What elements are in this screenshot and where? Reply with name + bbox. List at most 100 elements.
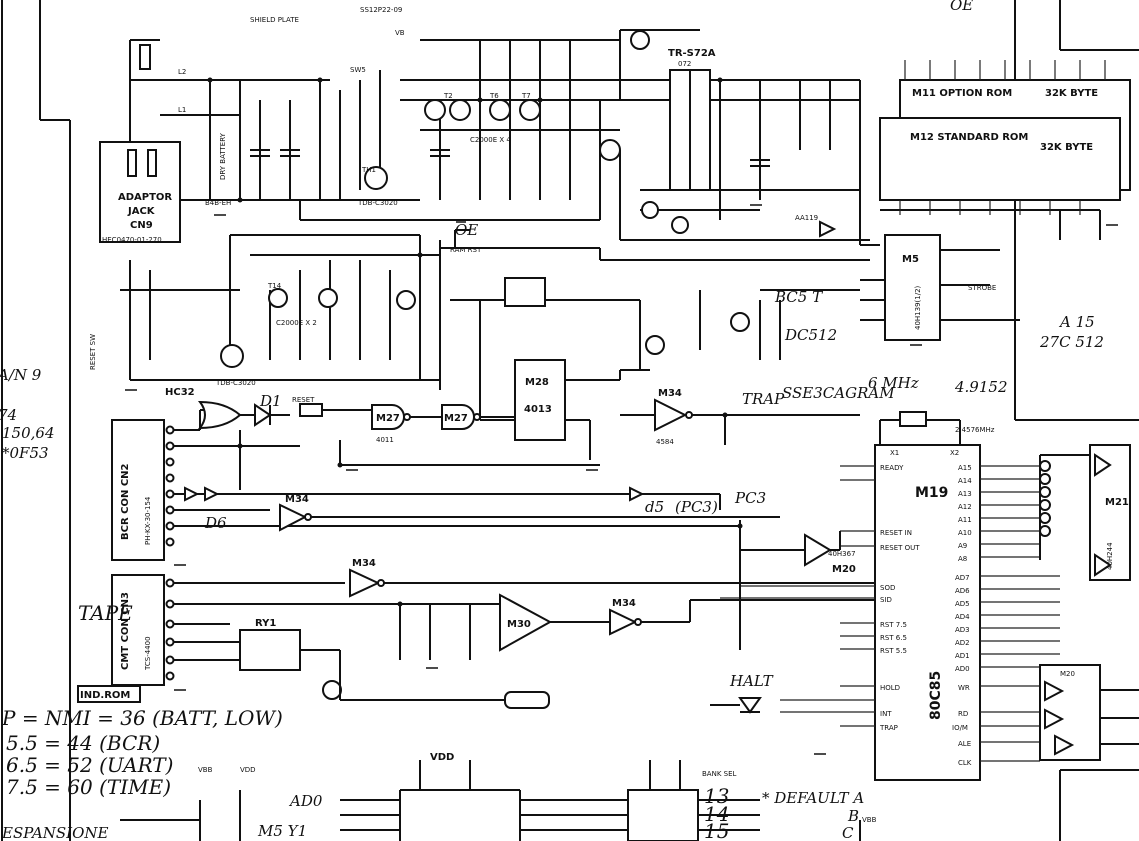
- cn2-pin-3: [165, 457, 175, 467]
- halt-led: HALT: [710, 672, 774, 714]
- cn2-pin-4: [165, 473, 175, 483]
- jack-title-1: ADAPTOR: [118, 192, 172, 203]
- cn2-pin-6: [165, 505, 175, 515]
- transistor-t8b: [322, 680, 342, 700]
- connector-cn3-part: TCS-4400: [144, 636, 152, 671]
- rst-list-3: 6.5 = 52 (UART): [6, 753, 173, 777]
- pin-a13-label: A13: [958, 490, 972, 498]
- inductor-l1-label: L1: [178, 106, 186, 114]
- pin-ad1-label: AD1: [955, 652, 970, 660]
- reset-circuit: T14 C2000E X 2 RESET SW RAM RST TDB-C302…: [89, 229, 650, 390]
- gate-m27-a-label: M27: [376, 413, 400, 424]
- pin-ad4-label: AD4: [955, 613, 970, 621]
- pin-ad2-label: AD2: [955, 639, 970, 647]
- halt-label: HALT: [729, 672, 774, 690]
- connector-cn3-title: CMT CON CN3: [120, 592, 131, 670]
- note-vbb: VBB: [198, 766, 213, 774]
- cpu-m19-label: M19: [915, 485, 948, 501]
- buffer-m34-d: [609, 608, 638, 636]
- pin-rst65-label: RST 6.5: [880, 634, 907, 642]
- cn3-pin-3: [165, 619, 175, 629]
- note-pin15: 15: [704, 819, 729, 841]
- diode-d6b: [204, 486, 220, 502]
- note-pin13: 13: [704, 784, 729, 808]
- buffer-m34-d-bubble: [634, 618, 642, 626]
- rom-section: M11 OPTION ROM 32K BYTE M12 STANDARD ROM…: [879, 60, 1131, 240]
- transistor-t14-label: T14: [267, 282, 282, 290]
- ind-rom-tag: [77, 685, 141, 703]
- buffer-m34-b: [279, 503, 308, 532]
- reset-label: RESET: [292, 396, 315, 404]
- cn3-pin-6: [165, 671, 175, 681]
- thermistor-part-label: TDB-C3020: [357, 199, 398, 207]
- transistor-t2-label: T2: [443, 92, 453, 100]
- cn2-pin-8: [165, 537, 175, 547]
- note-clk: 6 MHz: [868, 374, 919, 392]
- ic-bank-sel-box: [627, 789, 699, 841]
- cn2-pin-1: [165, 425, 175, 435]
- note-pin-c: C: [842, 824, 854, 841]
- cn3-pin-4: [165, 637, 175, 647]
- thermistor-label: TH1: [361, 166, 376, 174]
- note-trap: TRAP: [742, 390, 785, 408]
- thermistor-th2: [220, 344, 244, 368]
- transistor-t11: [645, 335, 665, 355]
- halt-led-symbol: [738, 697, 762, 714]
- note-expansion: ESPANSIONE: [1, 824, 109, 841]
- vdd-bottom-label: VDD: [430, 752, 454, 763]
- buffer-m34-d-label: M34: [612, 598, 636, 609]
- transistor-t9: [641, 201, 659, 219]
- diode-d1: [254, 403, 272, 427]
- or-gate-hc32: HC32 D1: [165, 387, 290, 430]
- diode-d1-label: D1: [259, 392, 282, 410]
- adaptor-jack-box: [99, 141, 181, 243]
- transformer-number: 072: [678, 60, 691, 68]
- th2-part-label: TDB-C3020: [215, 379, 256, 387]
- transformer-label: TR-S72A: [668, 48, 716, 59]
- transistor-t8: [630, 30, 650, 50]
- connector-cn2-box: [111, 419, 165, 561]
- ic-m20-label: M20: [1060, 670, 1075, 678]
- pin-hold-label: HOLD: [880, 684, 900, 692]
- rst-list-4: 7.5 = 60 (TIME): [6, 775, 171, 799]
- pin-reset-in-label: RESET IN: [880, 529, 912, 537]
- pin-ad6-label: AD6: [955, 587, 970, 595]
- crystal-xtal: [899, 411, 927, 427]
- vb-label: VB: [395, 29, 405, 37]
- note-pc3: PC3: [734, 489, 766, 507]
- cpu-m19: M19 80C85 READY RESET IN RESET OUT SOD S…: [720, 411, 1060, 781]
- jack-title-2: JACK: [127, 206, 156, 217]
- cn3-pin-2: [165, 599, 175, 609]
- gate-m27-b-label: M27: [444, 413, 468, 424]
- rst-list-2: 5.5 = 44 (BCR): [6, 731, 160, 755]
- transistor-t17: [730, 312, 750, 332]
- pin-ad0-label: AD0: [955, 665, 970, 673]
- note-ad0: AD0: [288, 792, 323, 810]
- gate-m27-b-bubble: [473, 413, 481, 421]
- note-bus-4: *0F53: [2, 444, 49, 462]
- buffer-m20-1: [1044, 680, 1065, 702]
- transistor-t13: [396, 290, 416, 310]
- note-d5: d5: [645, 498, 664, 516]
- relay-ry1-label: RY1: [255, 618, 276, 629]
- pin-int-label: INT: [880, 710, 892, 718]
- handwritten-annotations: OE OE A 15 27C 512 A/N 9 74 150,64 *0F53…: [0, 0, 1104, 841]
- gate-m27-a-bubble: [403, 413, 411, 421]
- ic-m21-label: M21: [1105, 497, 1129, 508]
- pin-bubble-4: [1039, 499, 1051, 511]
- connector-cn3: CMT CON CN3 TCS-4400 TAPE: [78, 574, 500, 686]
- buffer-m21-b: [1094, 553, 1112, 577]
- aa119-area: AA119: [645, 214, 860, 360]
- pin-a14-label: A14: [958, 477, 972, 485]
- pin-sid-label: SID: [880, 596, 892, 604]
- pin-ale-label: ALE: [958, 740, 971, 748]
- ic-m21: M21 40H244: [1039, 444, 1131, 581]
- pin-x1-label: X1: [890, 449, 899, 457]
- junction-dots: [207, 77, 743, 607]
- gate-m27-part-label: 4011: [376, 436, 394, 444]
- note-bus-2: 74: [0, 406, 17, 424]
- pin-ready-label: READY: [880, 464, 904, 472]
- pin-bubble-2: [1039, 473, 1051, 485]
- inductor-l2-label: L2: [178, 68, 186, 76]
